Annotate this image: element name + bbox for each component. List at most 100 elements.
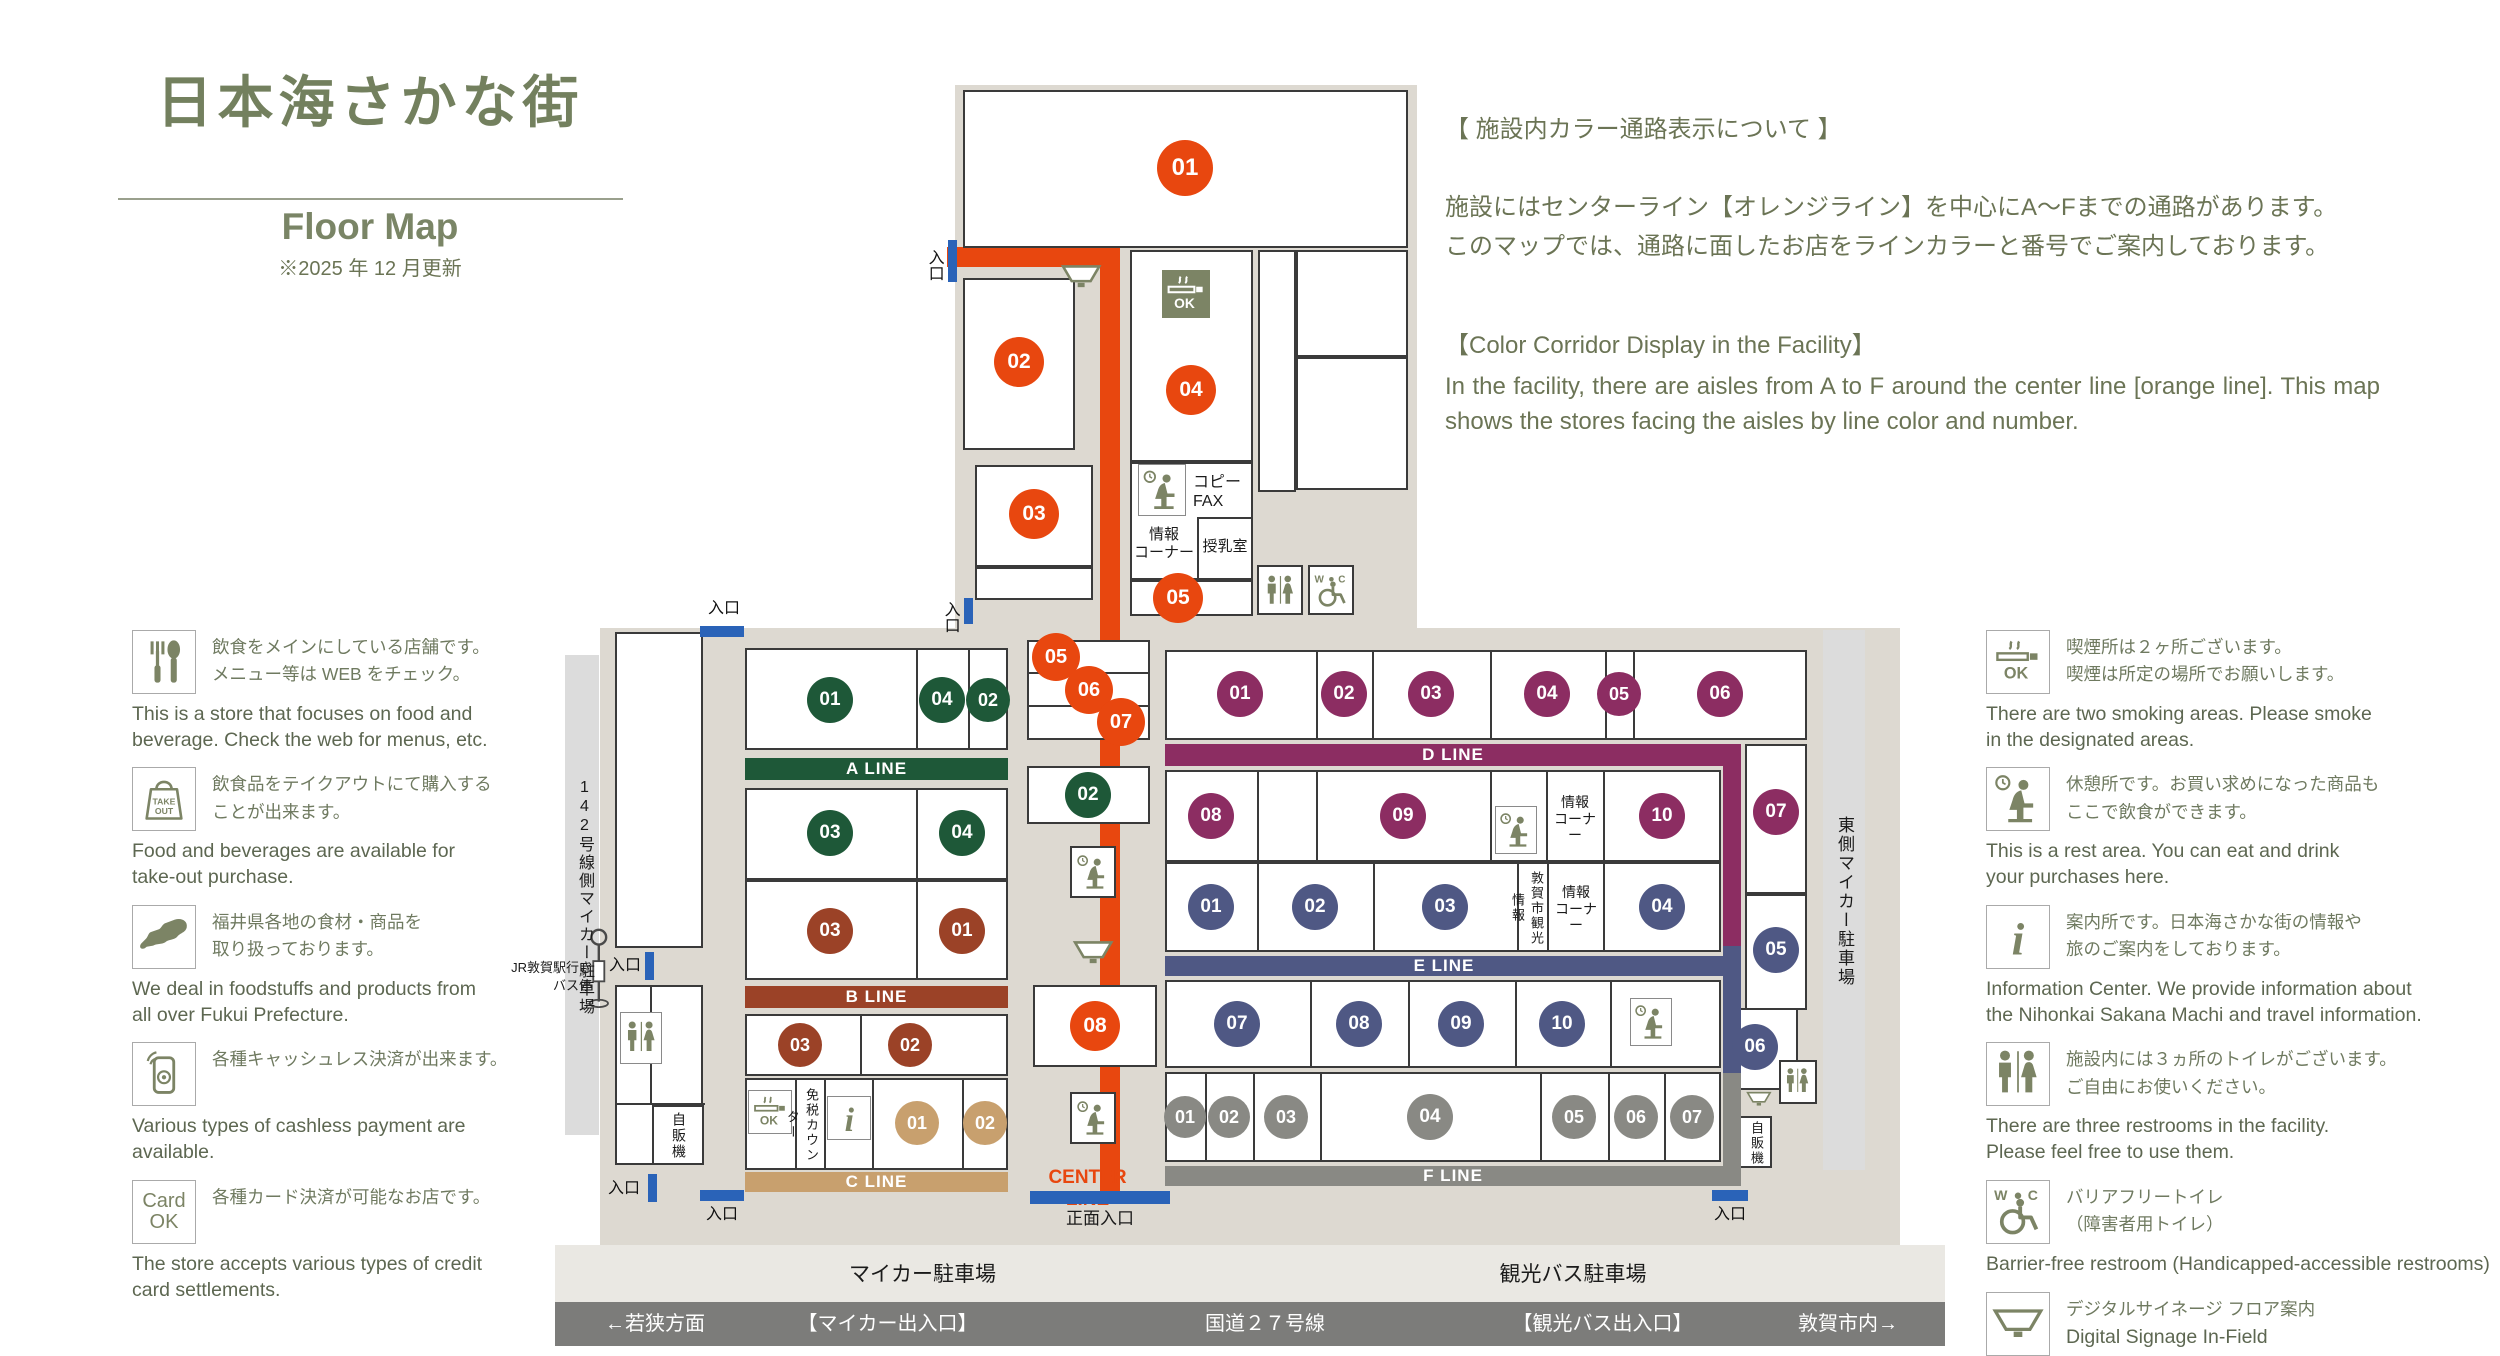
- map-room: [975, 567, 1093, 600]
- room-divider: [1373, 862, 1375, 952]
- room-divider: [1408, 980, 1410, 1068]
- info-icon: i: [827, 1096, 871, 1140]
- corridor-bar-d: D LINE: [1165, 744, 1741, 766]
- store-circle-e-01: 01: [1188, 884, 1234, 930]
- room-divider: [1608, 1072, 1610, 1162]
- store-circle-f-07: 07: [1670, 1095, 1714, 1139]
- store-circle-center-01: 01: [1157, 140, 1213, 196]
- busstop-icon: [584, 924, 614, 1012]
- map-room: [615, 632, 703, 948]
- store-circle-d-03: 03: [1408, 671, 1454, 717]
- description-jp-body: 施設にはセンターライン【オレンジライン】を中心にA〜Fまでの通路があります。 こ…: [1445, 193, 2338, 260]
- legend-item: 飲食をメインにしている店舗です。 メニュー等は WEB をチェック。: [132, 630, 530, 694]
- room-divider: [1540, 1072, 1542, 1162]
- room-divider: [1490, 770, 1492, 862]
- road-label: 国道２７号線: [1205, 1313, 1325, 1335]
- road-label: 敦賀市内→: [1798, 1313, 1898, 1335]
- map-room: [1258, 250, 1296, 492]
- svg-text:W: W: [1314, 574, 1324, 585]
- entrance-marker: [700, 626, 744, 637]
- store-circle-d-08: 08: [1188, 793, 1234, 839]
- parking-strip: [555, 1245, 1945, 1302]
- room-divider: [1316, 650, 1318, 740]
- corridor-bar-label: B LINE: [845, 987, 908, 1006]
- legend-item: i 案内所です。日本海さかな街の情報や 旅のご案内をしております。: [1986, 904, 2491, 969]
- legend-jp-text: 飲食をメインにしている店舗です。 メニュー等は WEB をチェック。: [212, 637, 490, 685]
- phone-icon: [132, 1042, 196, 1107]
- store-circle-e-02: 02: [1292, 884, 1338, 930]
- main-entrance-label: 正面入口: [1066, 1209, 1134, 1228]
- store-circle-e-08: 08: [1336, 1001, 1382, 1047]
- rest-icon: [1073, 849, 1113, 895]
- title-divider: [118, 198, 623, 200]
- map-room: [745, 1014, 1008, 1076]
- car-parking-label: マイカー駐車場: [849, 1263, 996, 1286]
- room-divider: [1515, 980, 1517, 1068]
- legend-en-text: Various types of cashless payment are av…: [132, 1115, 466, 1164]
- store-circle-a-04: 04: [939, 810, 985, 856]
- fukui-icon: [132, 904, 196, 969]
- svg-text:C: C: [1338, 574, 1345, 585]
- room-divider: [795, 1078, 797, 1170]
- svg-text:OUT: OUT: [155, 807, 174, 817]
- entrance-label: 入口: [705, 1206, 738, 1223]
- entrance-marker: [964, 598, 973, 624]
- store-circle-e-07: 07: [1214, 1001, 1260, 1047]
- room-divider: [1257, 770, 1259, 862]
- corridor-bar-d-vertical: [1723, 766, 1741, 946]
- corridor-bar-b: B LINE: [745, 986, 1008, 1008]
- legend-left: 飲食をメインにしている店舗です。 メニュー等は WEB をチェック。 This i…: [132, 616, 530, 1309]
- store-circle-a-03: 03: [807, 810, 853, 856]
- map-room: [1296, 357, 1408, 490]
- legend-jp-text: 案内所です。日本海さかな街の情報や 旅のご案内をしております。: [2066, 911, 2362, 960]
- corridor-bar-c: C LINE: [745, 1172, 1008, 1192]
- svg-text:OK: OK: [760, 1113, 778, 1127]
- map-label: 情報 コーナー: [1133, 526, 1194, 561]
- room-divider: [916, 880, 918, 980]
- restroom-icon: [620, 1012, 662, 1064]
- store-circle-d-07: 07: [1753, 789, 1799, 835]
- svg-text:OK: OK: [1174, 296, 1195, 311]
- store-circle-a-02: 02: [966, 678, 1010, 722]
- description-en-heading: 【Color Corridor Display in the Facility】: [1445, 332, 1876, 360]
- legend-en-text: This is a store that focuses on food and…: [132, 703, 488, 751]
- corridor-bar-label: A LINE: [845, 759, 908, 778]
- store-circle-d-10: 10: [1639, 793, 1685, 839]
- rest-icon: [1630, 998, 1672, 1046]
- legend-jp-text: 休憩所です。お買い求めになった商品も ここで飲食ができます。: [2066, 774, 2380, 822]
- store-circle-e-04: 04: [1639, 884, 1685, 930]
- store-circle-center-03: 03: [1009, 489, 1059, 539]
- store-circle-b-03: 03: [807, 908, 853, 954]
- restroom-icon: [1986, 1042, 2050, 1107]
- store-circle-c-01: 01: [895, 1101, 939, 1145]
- store-circle-a-02: 02: [1065, 772, 1111, 818]
- legend-item: 各種キャッシュレス決済が出来ます。: [132, 1042, 530, 1107]
- legend-en-text: There are two smoking areas. Please smok…: [1986, 703, 2372, 751]
- legend-jp-text: 各種カード決済が可能なお店です。: [212, 1186, 491, 1207]
- description-en-body: In the facility, there are aisles from A…: [1445, 373, 2380, 435]
- entrance-marker: [700, 1190, 744, 1201]
- room-divider: [1547, 862, 1549, 952]
- legend-jp-text: 飲食品をテイクアウトにて購入する ことが出来ます。: [212, 774, 492, 822]
- legend-en-text: This is a rest area. You can eat and dri…: [1986, 840, 2340, 889]
- restroom-icon: [1782, 1064, 1814, 1100]
- store-circle-f-04: 04: [1407, 1094, 1453, 1140]
- rest-icon: [1138, 464, 1186, 516]
- map-label-vertical: 免税カウンター: [785, 1087, 819, 1163]
- legend-en-text: Food and beverages are available for tak…: [132, 840, 456, 889]
- description-jp-heading: 【 施設内カラー通路表示について 】: [1445, 115, 1842, 143]
- map-label-vertical: 敦賀市観光情報: [1510, 870, 1544, 946]
- svg-text:C: C: [2028, 1187, 2038, 1203]
- svg-text:i: i: [2012, 913, 2025, 963]
- store-circle-c-02: 02: [963, 1101, 1007, 1145]
- bus-stop-label: JR敦賀駅行き: [511, 960, 592, 975]
- bus-stop-label: バス停: [552, 978, 592, 993]
- signage-icon: [1070, 938, 1116, 968]
- signage-icon: [1986, 1291, 2050, 1356]
- room-divider: [615, 1103, 705, 1105]
- svg-text:i: i: [844, 1102, 854, 1137]
- map-room: [1296, 250, 1408, 357]
- store-circle-e-09: 09: [1438, 1001, 1484, 1047]
